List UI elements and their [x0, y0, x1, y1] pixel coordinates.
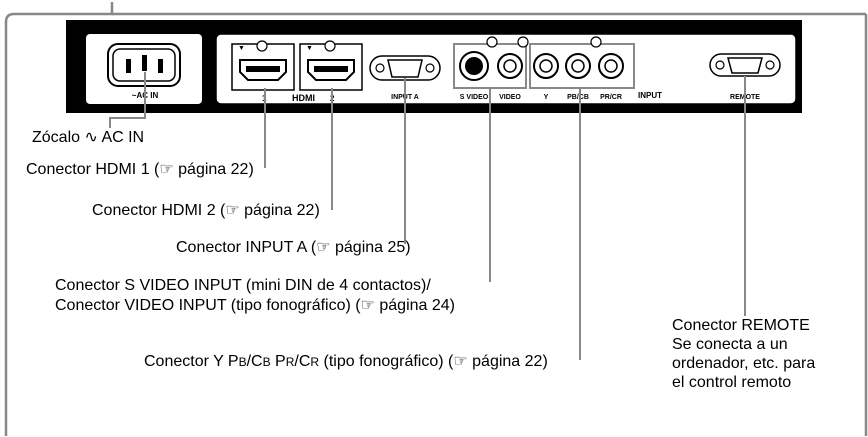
- pr-panel-label: PR/CR: [600, 94, 622, 101]
- callout-ypbpr-mid: /C: [294, 353, 311, 370]
- input-panel-label: INPUT: [638, 91, 662, 100]
- callout-ypbpr-post: (tipo fonográfico) (☞ página 22): [319, 353, 548, 370]
- callout-ypbpr-mid: /C: [246, 353, 263, 370]
- callout-ypbpr-sub: B: [262, 355, 271, 369]
- callout-remote-line1: Conector REMOTE: [672, 317, 810, 334]
- svideo-panel-label: S VIDEO: [460, 94, 489, 101]
- callout-ypbpr-mid: P: [270, 353, 286, 370]
- callout-ypbpr-sub: R: [285, 355, 295, 369]
- svg-text:▼: ▼: [306, 45, 313, 52]
- outer-frame: [4, 2, 868, 436]
- callout-remote-line2: Se conecta a un: [672, 336, 788, 353]
- callout-ypbpr-sub: R: [310, 355, 320, 369]
- video-panel-label: VIDEO: [499, 94, 521, 101]
- callout-hdmi1: Conector HDMI 1 (☞ página 22): [26, 161, 254, 178]
- callout-ypbpr: Conector Y PB/CB PR/CR (tipo fonográfico…: [144, 352, 548, 372]
- callout-remote-line4: el control remoto: [672, 374, 792, 391]
- input-a-port: INPUT A: [369, 55, 441, 101]
- callout-hdmi2: Conector HDMI 2 (☞ página 22): [92, 202, 320, 219]
- callout-svideo-line2: Conector VIDEO INPUT (tipo fonográfico) …: [55, 297, 455, 314]
- y-panel-label: Y: [544, 94, 549, 101]
- callout-input-a: Conector INPUT A (☞ página 25): [176, 239, 411, 256]
- callout-remote-line3: ordenador, etc. para: [672, 355, 816, 372]
- hdmi-logo: HDMI: [292, 93, 315, 103]
- callout-ypbpr-pre: Conector Y P: [144, 353, 239, 370]
- pb-panel-label: PB/CB: [567, 94, 589, 101]
- svg-text:▼: ▼: [238, 45, 245, 52]
- callout-svideo-line1: Conector S VIDEO INPUT (mini DIN de 4 co…: [55, 277, 431, 294]
- leader-lines: [109, 72, 746, 360]
- component-ports: Y PB/CB PR/CR INPUT: [529, 36, 662, 101]
- callout-ypbpr-sub: B: [238, 355, 247, 369]
- svideo-video-ports: S VIDEO VIDEO: [453, 36, 529, 101]
- callout-ac-in: Zócalo ∿ AC IN: [32, 129, 145, 146]
